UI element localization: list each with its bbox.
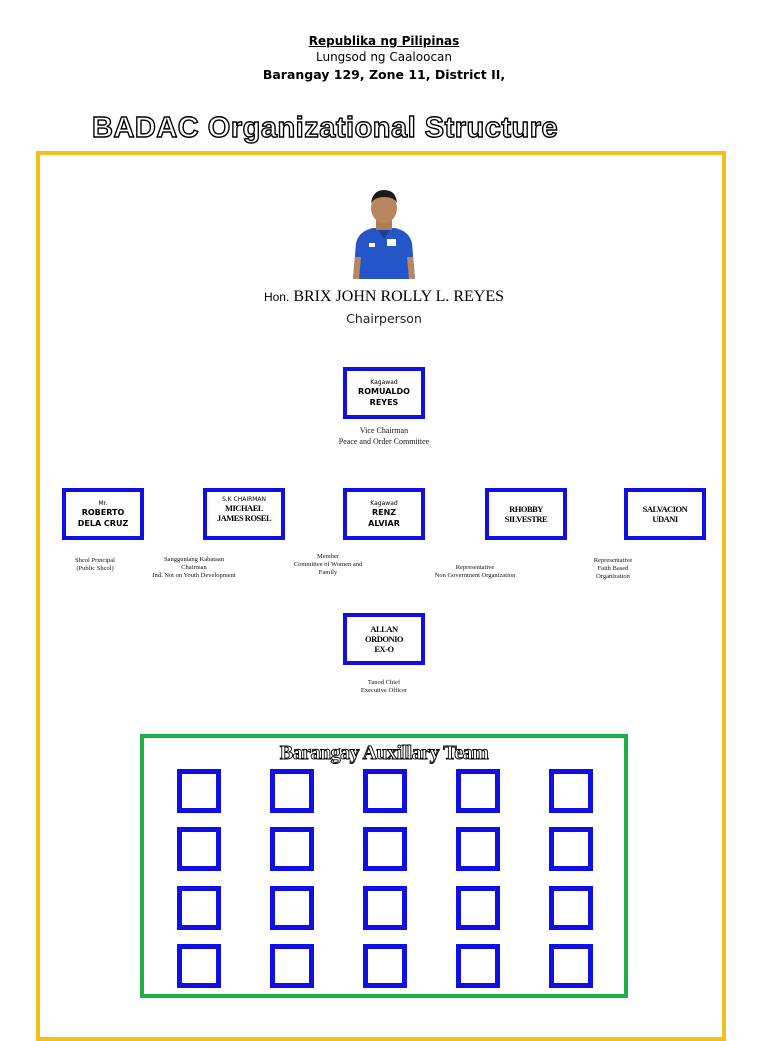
vice-prefix: Kagawad	[370, 378, 398, 386]
member-3-caption-line2: Committee of Women and	[293, 561, 363, 568]
team-member-slot	[549, 827, 593, 871]
member-4-caption-line1: Representative	[455, 564, 495, 571]
member-2-caption: Sangguniang Kabataan Chairman Ind. Not o…	[140, 556, 248, 580]
member-2-prefix: S.K CHAIRMAN	[221, 496, 267, 503]
vice-chairman-box: Kagawad ROMUALDO REYES	[343, 367, 425, 419]
team-member-slot	[549, 944, 593, 988]
team-member-slot	[549, 769, 593, 813]
member-box-4: RHOBBY SILVESTRE	[485, 488, 567, 540]
member-2-caption-line1: Sangguniang Kabataan	[163, 556, 225, 563]
exo-box: ALLAN ORDONIO EX-O	[343, 613, 425, 665]
team-member-slot	[270, 944, 314, 988]
team-member-slot	[177, 886, 221, 930]
member-box-1: Mr. ROBERTO DELA CRUZ	[62, 488, 144, 540]
member-5-caption-line1: Representative	[593, 557, 633, 564]
team-member-slot	[177, 827, 221, 871]
member-4-name-line1: RHOBBY	[509, 504, 543, 514]
vice-name-line2: REYES	[369, 397, 399, 407]
member-3-name-line2: ALVIAR	[368, 518, 400, 528]
exo-name-line2: ORDONIO	[364, 634, 404, 644]
member-4-name-line2: SILVESTRE	[504, 514, 548, 524]
exo-name-line3: EX-O	[374, 644, 394, 654]
chairperson-role: Chairperson	[346, 311, 422, 326]
member-5-caption-line2: Faith Based	[597, 565, 629, 572]
team-member-slot	[363, 886, 407, 930]
team-member-slot	[456, 886, 500, 930]
auxillary-team-frame	[140, 734, 628, 998]
exo-caption-line1: Tanod Chief	[367, 679, 401, 686]
member-5-caption-line3: Organization	[596, 573, 630, 580]
member-2-name-line1: MICHAEL	[224, 503, 264, 513]
team-member-slot	[177, 769, 221, 813]
vice-caption-line2: Peace and Order Committee	[338, 437, 430, 446]
vice-name-line1: ROMUALDO	[358, 386, 410, 396]
vice-caption-line1: Vice Chairman	[359, 426, 409, 435]
member-2-caption-line2: Chairman	[181, 564, 207, 571]
chairperson-honorific: Hon.	[263, 290, 290, 304]
header-city: Lungsod ng Caaloocan	[315, 50, 453, 64]
team-member-slot	[456, 944, 500, 988]
member-box-3: Kagawad RENZ ALVIAR	[343, 488, 425, 540]
chairperson-photo	[349, 187, 419, 279]
team-member-slot	[456, 827, 500, 871]
team-member-slot	[363, 827, 407, 871]
member-1-caption-line2: (Public Shcol)	[76, 565, 114, 572]
header-barangay: Barangay 129, Zone 11, District II,	[262, 67, 506, 82]
chairperson-name: Hon. BRIX JOHN ROLLY L. REYES	[0, 288, 768, 306]
member-5-name-line1: SALVACION	[642, 504, 688, 514]
team-member-slot	[363, 944, 407, 988]
team-member-slot	[270, 769, 314, 813]
team-member-slot	[270, 886, 314, 930]
member-3-caption: Member Committee of Women and Family	[280, 553, 376, 577]
exo-caption-line2: Executive Officer	[360, 687, 408, 694]
member-1-name-line1: ROBERTO	[81, 507, 125, 517]
member-box-5: SALVACION UDANI	[624, 488, 706, 540]
exo-caption: Tanod Chief Executive Officer	[334, 679, 434, 695]
team-member-slot	[456, 769, 500, 813]
member-4-caption-line2: Non Government Organization	[434, 572, 516, 579]
team-member-slot	[549, 886, 593, 930]
member-3-name-line1: RENZ	[371, 507, 397, 517]
header-republic: Republika ng Pilipinas	[308, 34, 460, 48]
chairperson-fullname: BRIX JOHN ROLLY L. REYES	[293, 288, 505, 305]
exo-name-line1: ALLAN	[370, 624, 398, 634]
team-member-slot	[270, 827, 314, 871]
member-5-caption: Representative Faith Based Organization	[578, 557, 648, 581]
member-1-caption-line1: Shcol Principal	[75, 557, 115, 564]
member-box-2: S.K CHAIRMAN MICHAEL JAMES ROSEL	[203, 488, 285, 540]
member-2-caption-line3: Ind. Not on Youth Development	[152, 572, 236, 579]
member-1-name-line2: DELA CRUZ	[77, 518, 129, 528]
page-title: BADAC Organizational Structure	[91, 111, 559, 144]
member-1-caption: Shcol Principal (Public Shcol)	[50, 557, 140, 573]
member-2-name-line2: JAMES ROSEL	[216, 513, 272, 523]
member-1-prefix: Mr.	[98, 499, 108, 507]
team-member-slot	[177, 944, 221, 988]
vice-caption: Vice Chairman Peace and Order Committee	[300, 425, 468, 447]
member-3-caption-line3: Family	[318, 569, 338, 576]
member-3-caption-line1: Member	[316, 553, 340, 560]
team-member-slot	[363, 769, 407, 813]
auxillary-team-title: Barangay Auxillary Team	[279, 742, 489, 765]
member-5-name-line2: UDANI	[652, 514, 678, 524]
member-3-prefix: Kagawad	[370, 499, 398, 507]
member-4-caption: Representative Non Government Organizati…	[420, 564, 530, 580]
